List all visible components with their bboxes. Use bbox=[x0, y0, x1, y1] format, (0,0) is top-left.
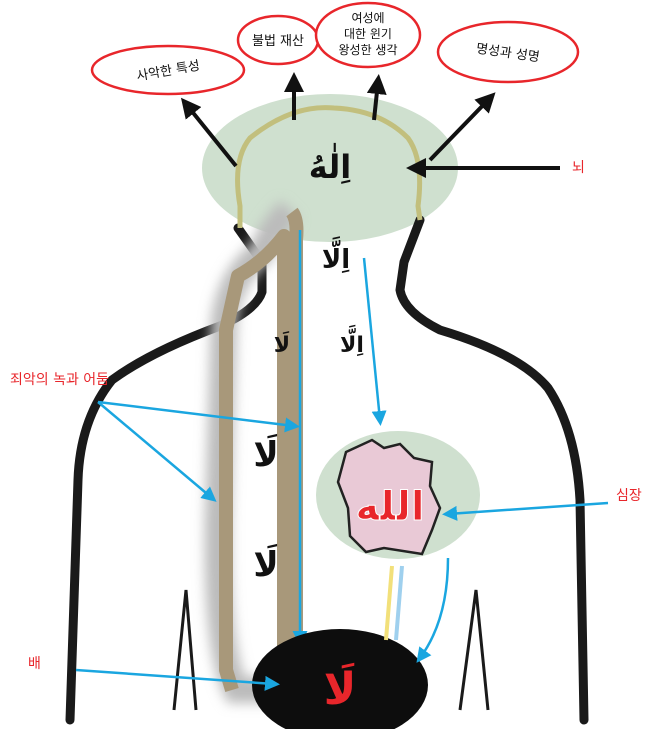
arabic-allah-heart: الله bbox=[355, 484, 424, 530]
arabic-head: اِلٰهُ bbox=[309, 142, 351, 186]
label-sin: 죄악의 녹과 어둠 bbox=[10, 372, 109, 388]
label-belly: 배 bbox=[28, 656, 41, 672]
bubble-3-line2: 대한 윈기 bbox=[344, 27, 392, 41]
bubble-3-line1: 여성에 bbox=[351, 11, 384, 25]
label-heart: 심장 bbox=[616, 488, 642, 504]
bubble-2-text: 불법 재산 bbox=[252, 34, 304, 49]
arabic-la-1: لَا bbox=[253, 434, 278, 475]
label-brain: 뇌 bbox=[572, 160, 585, 176]
arabic-illa-mid: اِلَّا bbox=[340, 324, 364, 358]
arabic-la-small: لَا bbox=[274, 331, 290, 358]
arabic-la-2: لَا bbox=[253, 544, 278, 585]
bubble-3-line3: 왕성한 생각 bbox=[338, 43, 397, 57]
heart-belly-stripes bbox=[386, 566, 402, 640]
arabic-la-belly: لَا bbox=[324, 662, 357, 715]
